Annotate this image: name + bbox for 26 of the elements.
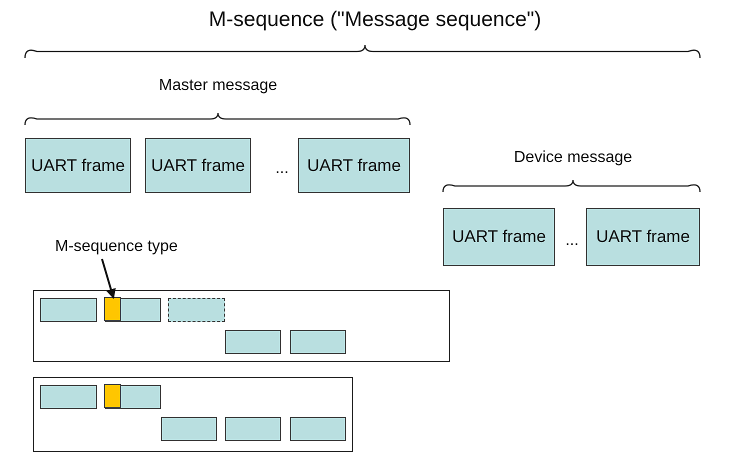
frame-block bbox=[224, 330, 281, 354]
uart-frame-box: UART frame bbox=[443, 208, 555, 266]
frame-block bbox=[104, 384, 161, 409]
diagram-title: M-sequence ("Message sequence") bbox=[208, 8, 542, 32]
uart-frame-box: UART frame bbox=[298, 138, 410, 193]
frame-block bbox=[104, 298, 161, 322]
uart-frame-box: UART frame bbox=[25, 138, 131, 193]
group-label: Device message bbox=[514, 149, 632, 167]
annotation-label: M-sequence type bbox=[55, 236, 205, 258]
frame-block bbox=[290, 416, 346, 441]
ellipsis-label: ... bbox=[565, 232, 579, 250]
uart-frame-box: UART frame bbox=[586, 208, 700, 266]
frame-block bbox=[160, 416, 217, 441]
message-container bbox=[33, 377, 353, 452]
uart-frame-box: UART frame bbox=[145, 138, 251, 193]
frame-block bbox=[290, 330, 346, 354]
optional-frame-block bbox=[168, 298, 225, 322]
group-label: Master message bbox=[158, 77, 278, 95]
type-field-marker bbox=[104, 297, 122, 322]
ellipsis-label: ... bbox=[275, 160, 289, 178]
type-field-marker bbox=[104, 384, 122, 408]
leader-arrow bbox=[101, 258, 116, 299]
frame-block bbox=[40, 298, 97, 322]
message-container bbox=[33, 290, 450, 362]
frame-block bbox=[224, 416, 281, 441]
frame-block bbox=[40, 384, 97, 409]
